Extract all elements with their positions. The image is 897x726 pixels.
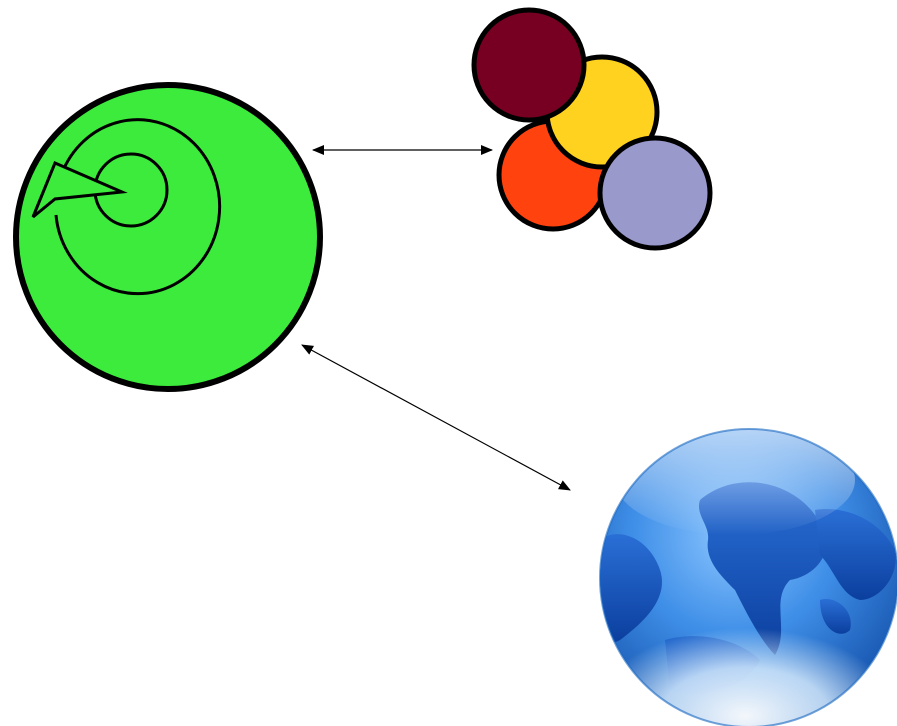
color-group-node: [474, 10, 710, 248]
edge-central-to-globe: [302, 345, 570, 490]
color-circle-maroon: [474, 10, 584, 120]
color-circle-lavender: [600, 138, 710, 248]
central-node: [16, 85, 320, 389]
globe-node: [600, 425, 897, 726]
